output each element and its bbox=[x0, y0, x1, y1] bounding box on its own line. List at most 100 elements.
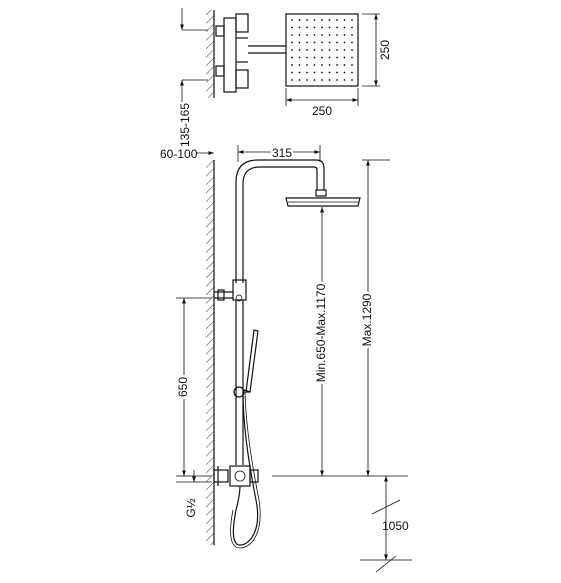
top-wall-hatch bbox=[206, 10, 214, 98]
nozzle-dot bbox=[321, 26, 323, 29]
front-wall-hatch bbox=[206, 160, 214, 545]
nozzle-dot bbox=[328, 41, 331, 44]
nozzle-dot bbox=[313, 19, 316, 21]
head-width-label: 250 bbox=[312, 104, 332, 118]
nozzle-dot bbox=[291, 64, 293, 66]
shower-hose-outline bbox=[230, 391, 261, 549]
nozzle-dot bbox=[291, 56, 293, 59]
nozzle-dot bbox=[298, 56, 301, 59]
thread-size-label: G½ bbox=[184, 498, 198, 517]
nozzle-dot bbox=[313, 79, 316, 81]
nozzle-dot bbox=[328, 19, 331, 21]
nozzle-dot bbox=[328, 34, 331, 36]
nozzle-dot bbox=[306, 56, 308, 59]
nozzle-dot bbox=[328, 49, 331, 51]
nozzle-dot bbox=[298, 71, 301, 74]
overall-height-label: Max.1290 bbox=[360, 293, 374, 346]
nozzle-dot bbox=[298, 19, 301, 21]
nozzle-dot bbox=[351, 56, 353, 59]
nozzle-dot bbox=[343, 71, 346, 74]
nozzle-dot bbox=[343, 79, 346, 81]
nozzle-dot bbox=[321, 64, 323, 66]
front-view: 60-100 315 bbox=[160, 144, 412, 573]
inlet-spacing-label: 60-100 bbox=[160, 147, 198, 161]
nozzle-dot bbox=[351, 41, 353, 44]
nozzle-dot bbox=[343, 41, 346, 44]
nozzle-dot bbox=[313, 64, 316, 66]
head-depth-label: 250 bbox=[378, 40, 392, 60]
nozzle-dot bbox=[343, 64, 346, 66]
nozzle-dot bbox=[343, 34, 346, 36]
floor-break-mark bbox=[375, 555, 397, 573]
hand-shower bbox=[233, 329, 259, 398]
riser-pipe bbox=[235, 159, 325, 465]
nozzle-dot bbox=[321, 49, 323, 51]
nozzle-dot bbox=[306, 34, 308, 36]
nozzle-dot bbox=[306, 26, 308, 29]
nozzle-dot bbox=[313, 56, 316, 59]
nozzle-dot bbox=[336, 19, 338, 21]
nozzle-dot bbox=[306, 19, 308, 21]
nozzle-dot bbox=[351, 26, 353, 29]
shower-head-nozzle-grid bbox=[291, 19, 353, 81]
nozzle-dot bbox=[321, 34, 323, 36]
thermostatic-valve-top bbox=[215, 13, 249, 93]
nozzle-dot bbox=[343, 26, 346, 29]
arm-reach-label: 315 bbox=[272, 146, 292, 160]
nozzle-dot bbox=[291, 79, 293, 81]
nozzle-dot bbox=[298, 49, 301, 51]
nozzle-dot bbox=[306, 41, 308, 44]
floor-height-break-mark bbox=[371, 499, 401, 515]
nozzle-dot bbox=[291, 34, 293, 36]
thermostatic-valve-front bbox=[213, 465, 259, 487]
nozzle-dot bbox=[291, 71, 293, 74]
nozzle-dot bbox=[343, 49, 346, 51]
nozzle-dot bbox=[306, 79, 308, 81]
nozzle-dot bbox=[351, 49, 353, 51]
nozzle-dot bbox=[313, 71, 316, 74]
nozzle-dot bbox=[336, 26, 338, 29]
nozzle-dot bbox=[313, 49, 316, 51]
nozzle-dot bbox=[291, 49, 293, 51]
nozzle-dot bbox=[343, 19, 346, 21]
head-height-label: Min.650-Max.1170 bbox=[314, 283, 328, 382]
nozzle-dot bbox=[328, 26, 331, 29]
nozzle-dot bbox=[298, 34, 301, 36]
valve-height-label: 650 bbox=[176, 377, 190, 397]
nozzle-dot bbox=[291, 26, 293, 29]
nozzle-dot bbox=[351, 64, 353, 66]
nozzle-dot bbox=[321, 71, 323, 74]
nozzle-dot bbox=[321, 19, 323, 21]
wall-offset-label: 135-165 bbox=[178, 103, 192, 147]
nozzle-dot bbox=[313, 26, 316, 29]
nozzle-dot bbox=[336, 56, 338, 59]
wall-bracket bbox=[214, 279, 247, 302]
floor-height-label: 1050 bbox=[382, 519, 409, 533]
nozzle-dot bbox=[313, 34, 316, 36]
nozzle-dot bbox=[321, 79, 323, 81]
nozzle-dot bbox=[298, 41, 301, 44]
nozzle-dot bbox=[321, 41, 323, 44]
nozzle-dot bbox=[336, 41, 338, 44]
nozzle-dot bbox=[298, 79, 301, 81]
shower-hose bbox=[232, 391, 259, 546]
nozzle-dot bbox=[328, 79, 331, 81]
nozzle-dot bbox=[351, 19, 353, 21]
square-shower-head-top bbox=[285, 13, 359, 87]
nozzle-dot bbox=[306, 64, 308, 66]
nozzle-dot bbox=[291, 19, 293, 21]
top-view: 250 250 135-165 bbox=[178, 8, 392, 147]
nozzle-dot bbox=[336, 64, 338, 66]
nozzle-dot bbox=[291, 41, 293, 44]
nozzle-dot bbox=[351, 71, 353, 74]
nozzle-dot bbox=[306, 49, 308, 51]
slide-bar-holder bbox=[233, 386, 245, 398]
nozzle-dot bbox=[351, 34, 353, 36]
nozzle-dot bbox=[351, 79, 353, 81]
nozzle-dot bbox=[321, 56, 323, 59]
nozzle-dot bbox=[343, 56, 346, 59]
nozzle-dot bbox=[328, 56, 331, 59]
nozzle-dot bbox=[328, 64, 331, 66]
nozzle-dot bbox=[328, 71, 331, 74]
